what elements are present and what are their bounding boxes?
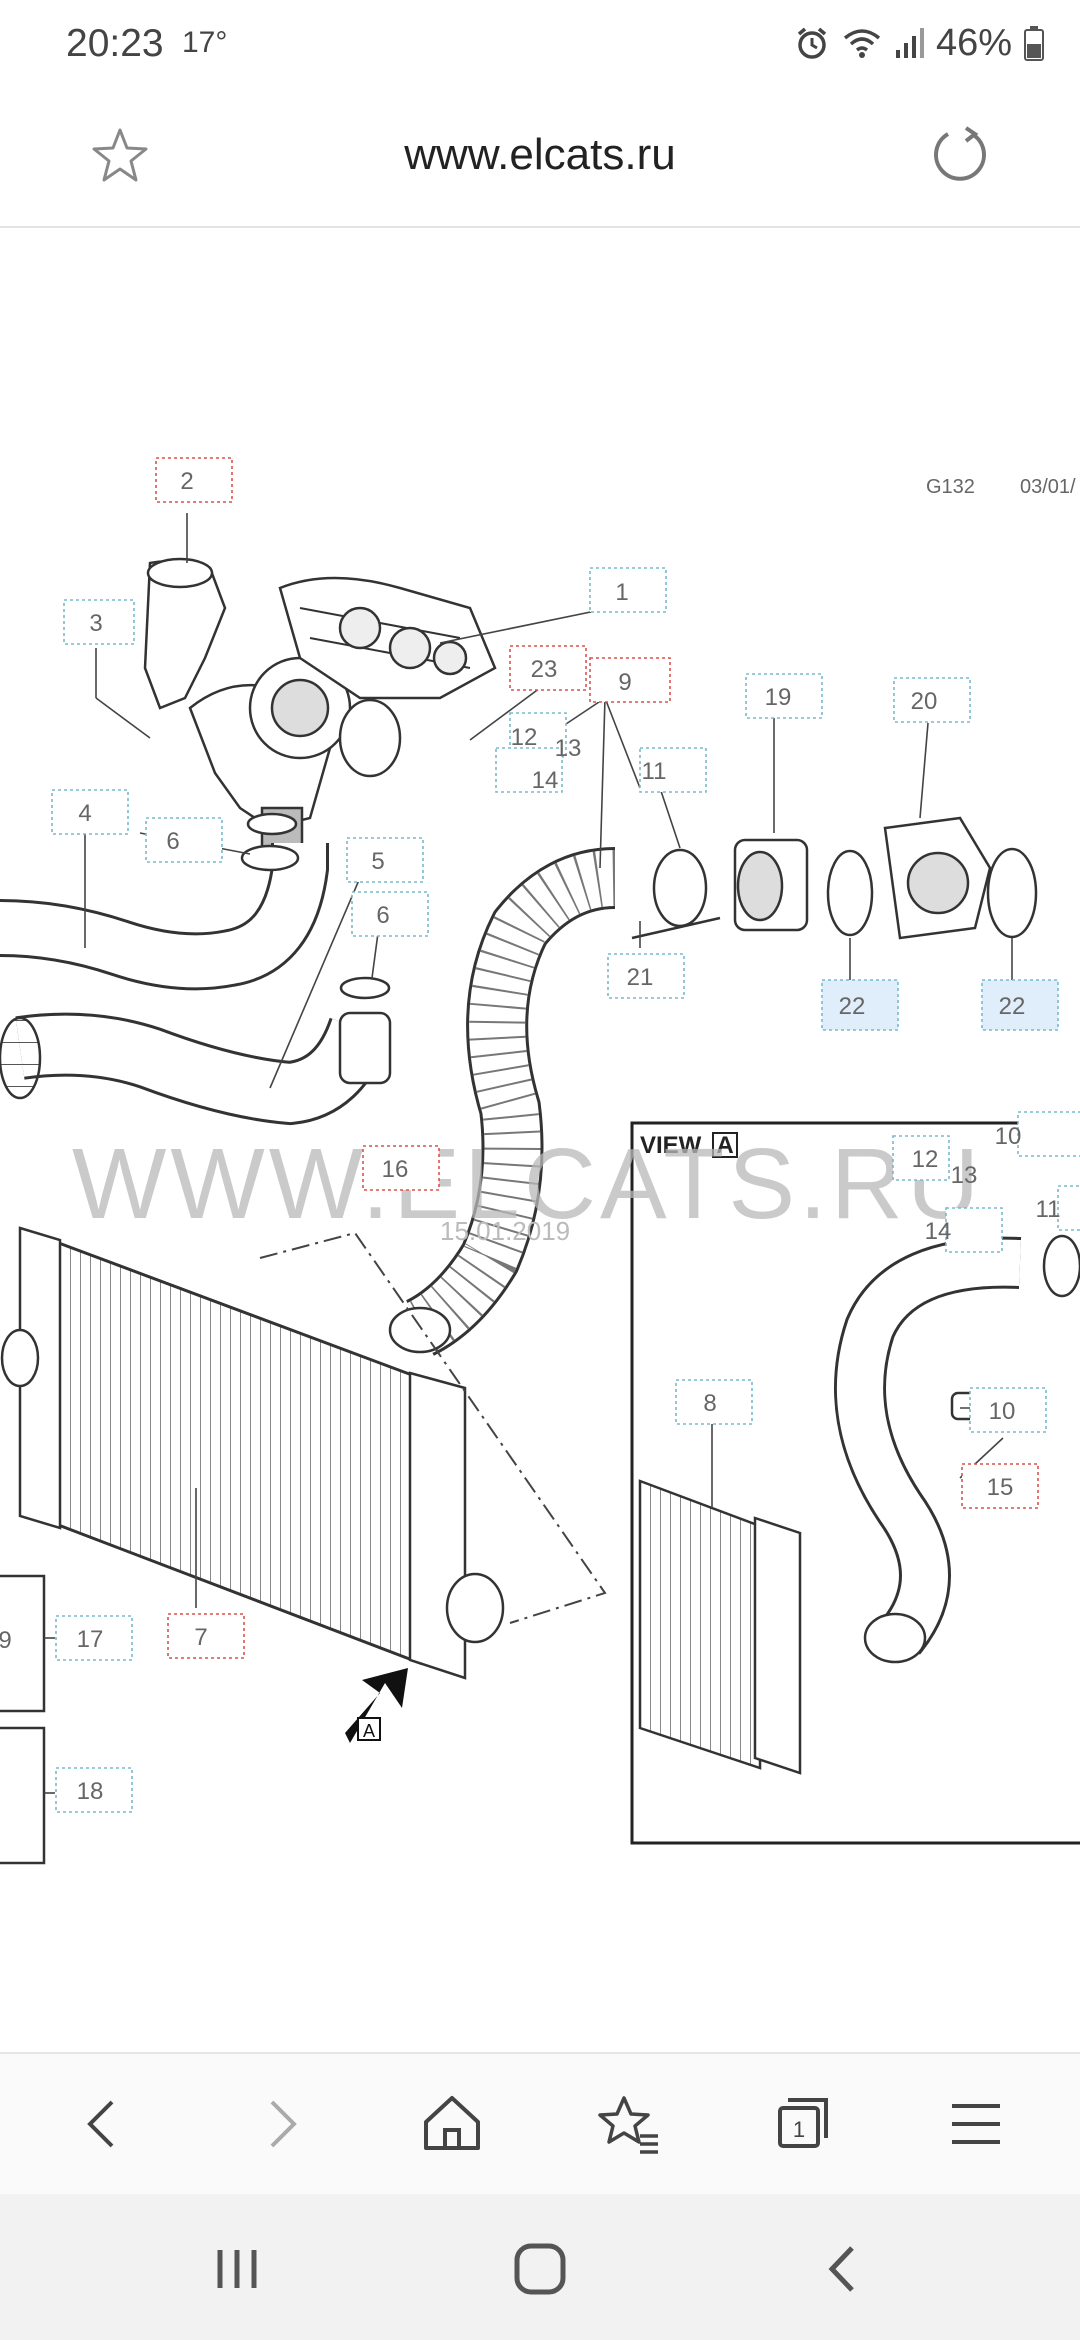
wifi-icon — [843, 29, 881, 58]
signal-icon — [895, 28, 924, 58]
view-arrow: A — [345, 1668, 408, 1743]
system-navbar — [0, 2194, 1080, 2340]
callout-9-edge: 9 — [0, 1627, 12, 1654]
callout-5: 5 — [371, 848, 384, 875]
callout-23: 23 — [531, 656, 558, 683]
alarm-icon — [797, 27, 827, 59]
turbocharger-drawing — [143, 557, 497, 864]
diagram-date-code: 03/01/ — [1020, 476, 1076, 498]
home-icon[interactable] — [412, 2084, 492, 2164]
callout-13: 13 — [555, 735, 582, 762]
side-box-17 — [0, 1574, 46, 1713]
callout-22b: 22 — [999, 993, 1026, 1020]
callout-numbers: 2 3 1 23 9 12 13 14 11 19 20 4 6 5 6 21 … — [0, 468, 1060, 1805]
tabs-count: 1 — [793, 2117, 805, 2142]
battery-icon — [1024, 26, 1044, 61]
callout-16: 16 — [382, 1156, 409, 1183]
menu-icon[interactable] — [936, 2084, 1016, 2164]
callout-14b: 14 — [925, 1218, 952, 1245]
diagram-code: G132 — [926, 476, 975, 498]
callout-18: 18 — [77, 1778, 104, 1805]
callout-22: 22 — [839, 993, 866, 1020]
status-temperature: 17° — [182, 26, 228, 59]
callout-11b: 11 — [1036, 1196, 1061, 1223]
forward-icon[interactable] — [240, 2084, 320, 2164]
view-letter: A — [716, 1132, 733, 1159]
callout-12: 12 — [511, 724, 538, 751]
side-box-18 — [0, 1726, 46, 1865]
back-nav-icon[interactable] — [808, 2234, 878, 2304]
callout-19: 19 — [765, 684, 792, 711]
hose-part-5 — [0, 976, 392, 1126]
callout-10: 10 — [995, 1123, 1022, 1150]
callout-10b: 10 — [989, 1398, 1016, 1425]
callout-4: 4 — [78, 800, 91, 827]
hose-part-4 — [0, 812, 329, 991]
callout-6b: 6 — [376, 902, 389, 929]
url-text[interactable]: www.elcats.ru — [404, 130, 676, 179]
diagram-svg: G132 03/01/ — [0, 457, 1080, 1865]
callout-2: 2 — [180, 468, 193, 495]
callout-12b: 12 — [912, 1146, 939, 1173]
browser-toolbar: 1 — [0, 2052, 1080, 2196]
callout-15: 15 — [987, 1474, 1014, 1501]
callout-21: 21 — [627, 964, 654, 991]
view-a-inset: VIEW A — [630, 1121, 1080, 1845]
arrow-letter: A — [363, 1721, 375, 1741]
hose-part-9 — [388, 847, 617, 1356]
callout-11: 11 — [642, 758, 667, 785]
callouts — [51, 457, 1080, 1813]
intercooler-part-7 — [0, 1226, 505, 1680]
status-time: 20:23 — [66, 22, 164, 65]
back-icon[interactable] — [64, 2084, 144, 2164]
callout-14: 14 — [532, 767, 559, 794]
callout-17: 17 — [77, 1626, 104, 1653]
battery-percent: 46% — [935, 21, 1012, 64]
callout-7: 7 — [194, 1624, 207, 1651]
address-bar: www.elcats.ru — [0, 90, 1080, 228]
callout-13b: 13 — [951, 1162, 978, 1189]
callout-6: 6 — [166, 828, 179, 855]
watermark: WWW.ELCATS.RU — [72, 1128, 983, 1240]
callout-8: 8 — [703, 1390, 716, 1417]
callout-9: 9 — [618, 669, 631, 696]
callout-3: 3 — [89, 610, 102, 637]
home-circle-icon[interactable] — [505, 2234, 575, 2304]
reload-icon[interactable] — [928, 122, 992, 186]
recents-icon[interactable] — [202, 2234, 272, 2304]
guide-line — [259, 1231, 607, 1624]
view-title: VIEW — [640, 1132, 702, 1159]
parts-diagram: G132 03/01/ — [0, 228, 1080, 2050]
star-icon[interactable] — [88, 124, 152, 188]
bookmarks-icon[interactable] — [588, 2084, 668, 2164]
tabs-icon[interactable]: 1 — [762, 2084, 842, 2164]
callout-20: 20 — [911, 688, 938, 715]
watermark-date: 15.01.2019 — [440, 1216, 570, 1246]
status-icons: 46% — [794, 18, 1044, 68]
callout-1: 1 — [615, 579, 628, 606]
status-bar: 20:23 17° 46% — [0, 0, 1080, 90]
throttle-assembly — [631, 816, 1038, 940]
